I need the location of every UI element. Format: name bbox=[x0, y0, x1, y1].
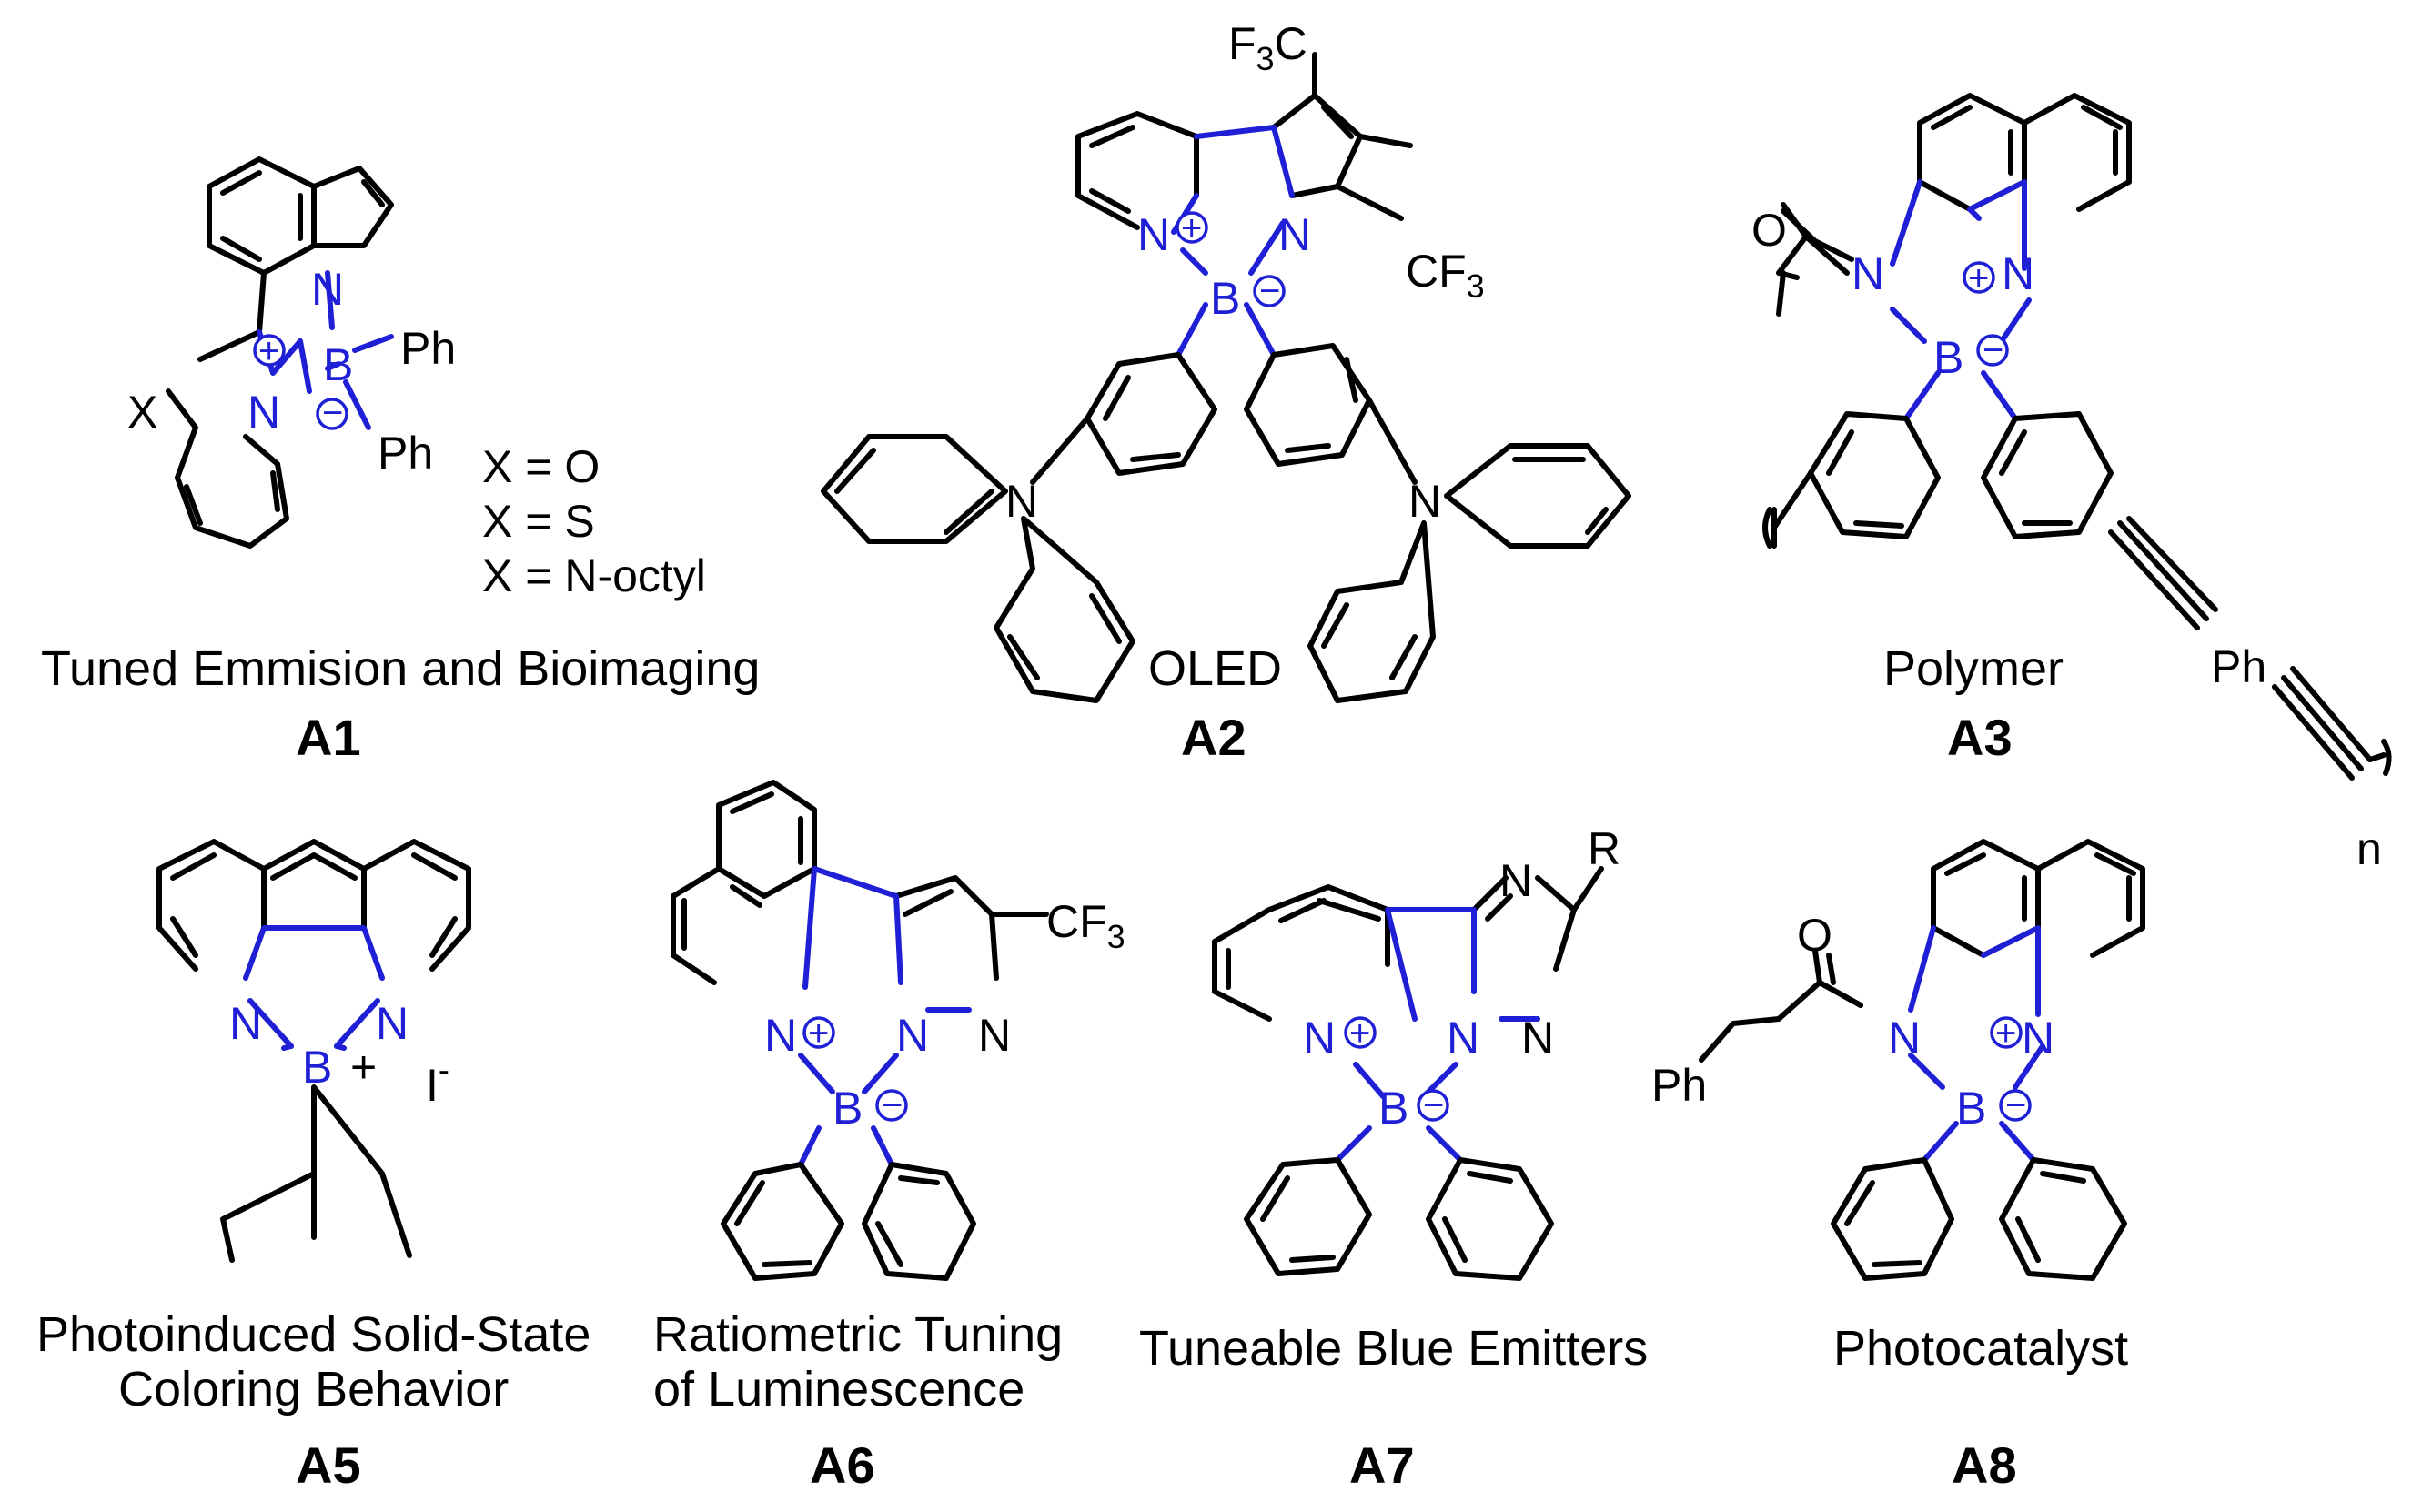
a6-cf3: CF3 bbox=[1046, 896, 1125, 955]
a7-atom-n-pyridine: N bbox=[1303, 1013, 1336, 1063]
compound-a1: N B N X Ph Ph + − X = O X = S X = N-octy… bbox=[41, 156, 760, 766]
svg-text:+: + bbox=[1995, 1013, 2016, 1053]
compound-a3: N N B O + − Ph n Polymer A3 bbox=[1751, 93, 2392, 874]
a7-atom-n-triazole-1: N bbox=[1447, 1013, 1479, 1063]
compound-a2: N N B + − F3C CF3 N N OLED A2 bbox=[821, 18, 1631, 766]
a1-atom-n-ring: N bbox=[311, 264, 344, 315]
svg-text:+: + bbox=[808, 1013, 829, 1053]
a5-cation-plus: + bbox=[350, 1042, 377, 1093]
a6-caption-line1: Ratiometric Tuning bbox=[653, 1307, 1063, 1362]
a5-atom-b: B bbox=[302, 1042, 332, 1093]
a5-atom-n-right: N bbox=[376, 998, 409, 1049]
a7-caption: Tuneable Blue Emitters bbox=[1139, 1321, 1648, 1376]
a8-atom-n-pyridine: N bbox=[2022, 1013, 2054, 1063]
compound-a8: N N B O Ph + − Photocatalyst A8 bbox=[1651, 839, 2145, 1494]
a5-atom-n-left: N bbox=[229, 998, 262, 1049]
a1-variant-o: X = O bbox=[482, 441, 600, 492]
a1-atom-ph-lower: Ph bbox=[378, 428, 433, 479]
a2-atom-n-right: N bbox=[1408, 476, 1441, 527]
a2-caption: OLED bbox=[1148, 641, 1282, 696]
a6-atom-n-pyridine: N bbox=[764, 1010, 797, 1061]
svg-text:+: + bbox=[1181, 208, 1202, 248]
a6-atom-n-pyrazole-2: N bbox=[978, 1010, 1011, 1061]
a2-atom-b: B bbox=[1210, 273, 1240, 324]
svg-text:−: − bbox=[1423, 1085, 1444, 1125]
a2-cf3-top: F3C bbox=[1228, 18, 1307, 77]
a5-caption-line2: Coloring Behavior bbox=[118, 1362, 509, 1416]
svg-text:+: + bbox=[1968, 258, 1989, 298]
a3-atom-ph: Ph bbox=[2211, 641, 2266, 692]
svg-text:+: + bbox=[1349, 1013, 1370, 1053]
compound-a7: N N N N B R + − Tuneable Blue Emitters A… bbox=[1139, 823, 1648, 1494]
svg-text:+: + bbox=[258, 331, 279, 371]
a8-label: A8 bbox=[1952, 1436, 2017, 1494]
a1-atom-n-imine: N bbox=[247, 387, 280, 438]
a3-label: A3 bbox=[1947, 709, 2013, 766]
a1-atom-b: B bbox=[323, 339, 353, 390]
a7-label: A7 bbox=[1349, 1436, 1415, 1494]
a3-atom-o: O bbox=[1751, 205, 1787, 256]
svg-text:−: − bbox=[322, 393, 343, 433]
a3-repeat-n: n bbox=[2356, 823, 2382, 874]
a7-atom-n-triazole-3: N bbox=[1499, 855, 1532, 906]
a3-caption: Polymer bbox=[1883, 641, 2064, 696]
a2-atom-n-pyridine: N bbox=[1137, 209, 1170, 260]
a2-atom-n-left: N bbox=[1005, 476, 1038, 527]
a5-label: A5 bbox=[296, 1436, 361, 1494]
a8-atom-o: O bbox=[1797, 910, 1832, 961]
a6-caption-line2: of Luminescence bbox=[653, 1362, 1024, 1416]
a8-caption: Photocatalyst bbox=[1833, 1321, 2128, 1376]
a1-atom-x: X bbox=[127, 387, 157, 438]
a1-atom-ph-upper: Ph bbox=[400, 323, 456, 374]
svg-text:−: − bbox=[1259, 271, 1280, 311]
compound-a6: N N N B + − CF3 Ratiometric Tuning of Lu… bbox=[653, 780, 1125, 1494]
a2-cf3-right: CF3 bbox=[1406, 246, 1485, 305]
a8-atom-b: B bbox=[1956, 1083, 1986, 1134]
a7-atom-n-triazole-2: N bbox=[1521, 1013, 1554, 1063]
a3-atom-n-pyridine: N bbox=[2002, 248, 2034, 299]
a1-caption: Tuned Emmision and Bioimaging bbox=[41, 641, 760, 696]
a2-atom-n-pyrrole: N bbox=[1278, 209, 1311, 260]
a7-atom-r: R bbox=[1588, 823, 1620, 874]
a2-label: A2 bbox=[1181, 709, 1246, 766]
a6-atom-b: B bbox=[833, 1083, 863, 1134]
a1-variant-s: X = S bbox=[482, 496, 595, 547]
svg-text:−: − bbox=[2005, 1085, 2026, 1125]
a3-atom-b: B bbox=[1933, 332, 1963, 383]
a8-atom-n-amide: N bbox=[1888, 1013, 1921, 1063]
a8-atom-ph: Ph bbox=[1651, 1060, 1707, 1111]
svg-text:−: − bbox=[1983, 330, 2003, 370]
a1-label: A1 bbox=[296, 709, 361, 766]
a6-label: A6 bbox=[810, 1436, 875, 1494]
svg-text:−: − bbox=[882, 1085, 903, 1125]
a5-iodide: I- bbox=[426, 1051, 449, 1111]
a7-atom-b: B bbox=[1378, 1083, 1408, 1134]
a5-caption-line1: Photoinduced Solid-State bbox=[36, 1307, 590, 1362]
a6-atom-n-pyrazole-1: N bbox=[896, 1010, 929, 1061]
a1-variant-n-octyl: X = N-octyl bbox=[482, 550, 706, 601]
a3-atom-n-amide: N bbox=[1852, 248, 1884, 299]
compound-a5: N N B + I- Photoinduced Solid-State Colo… bbox=[36, 839, 590, 1494]
